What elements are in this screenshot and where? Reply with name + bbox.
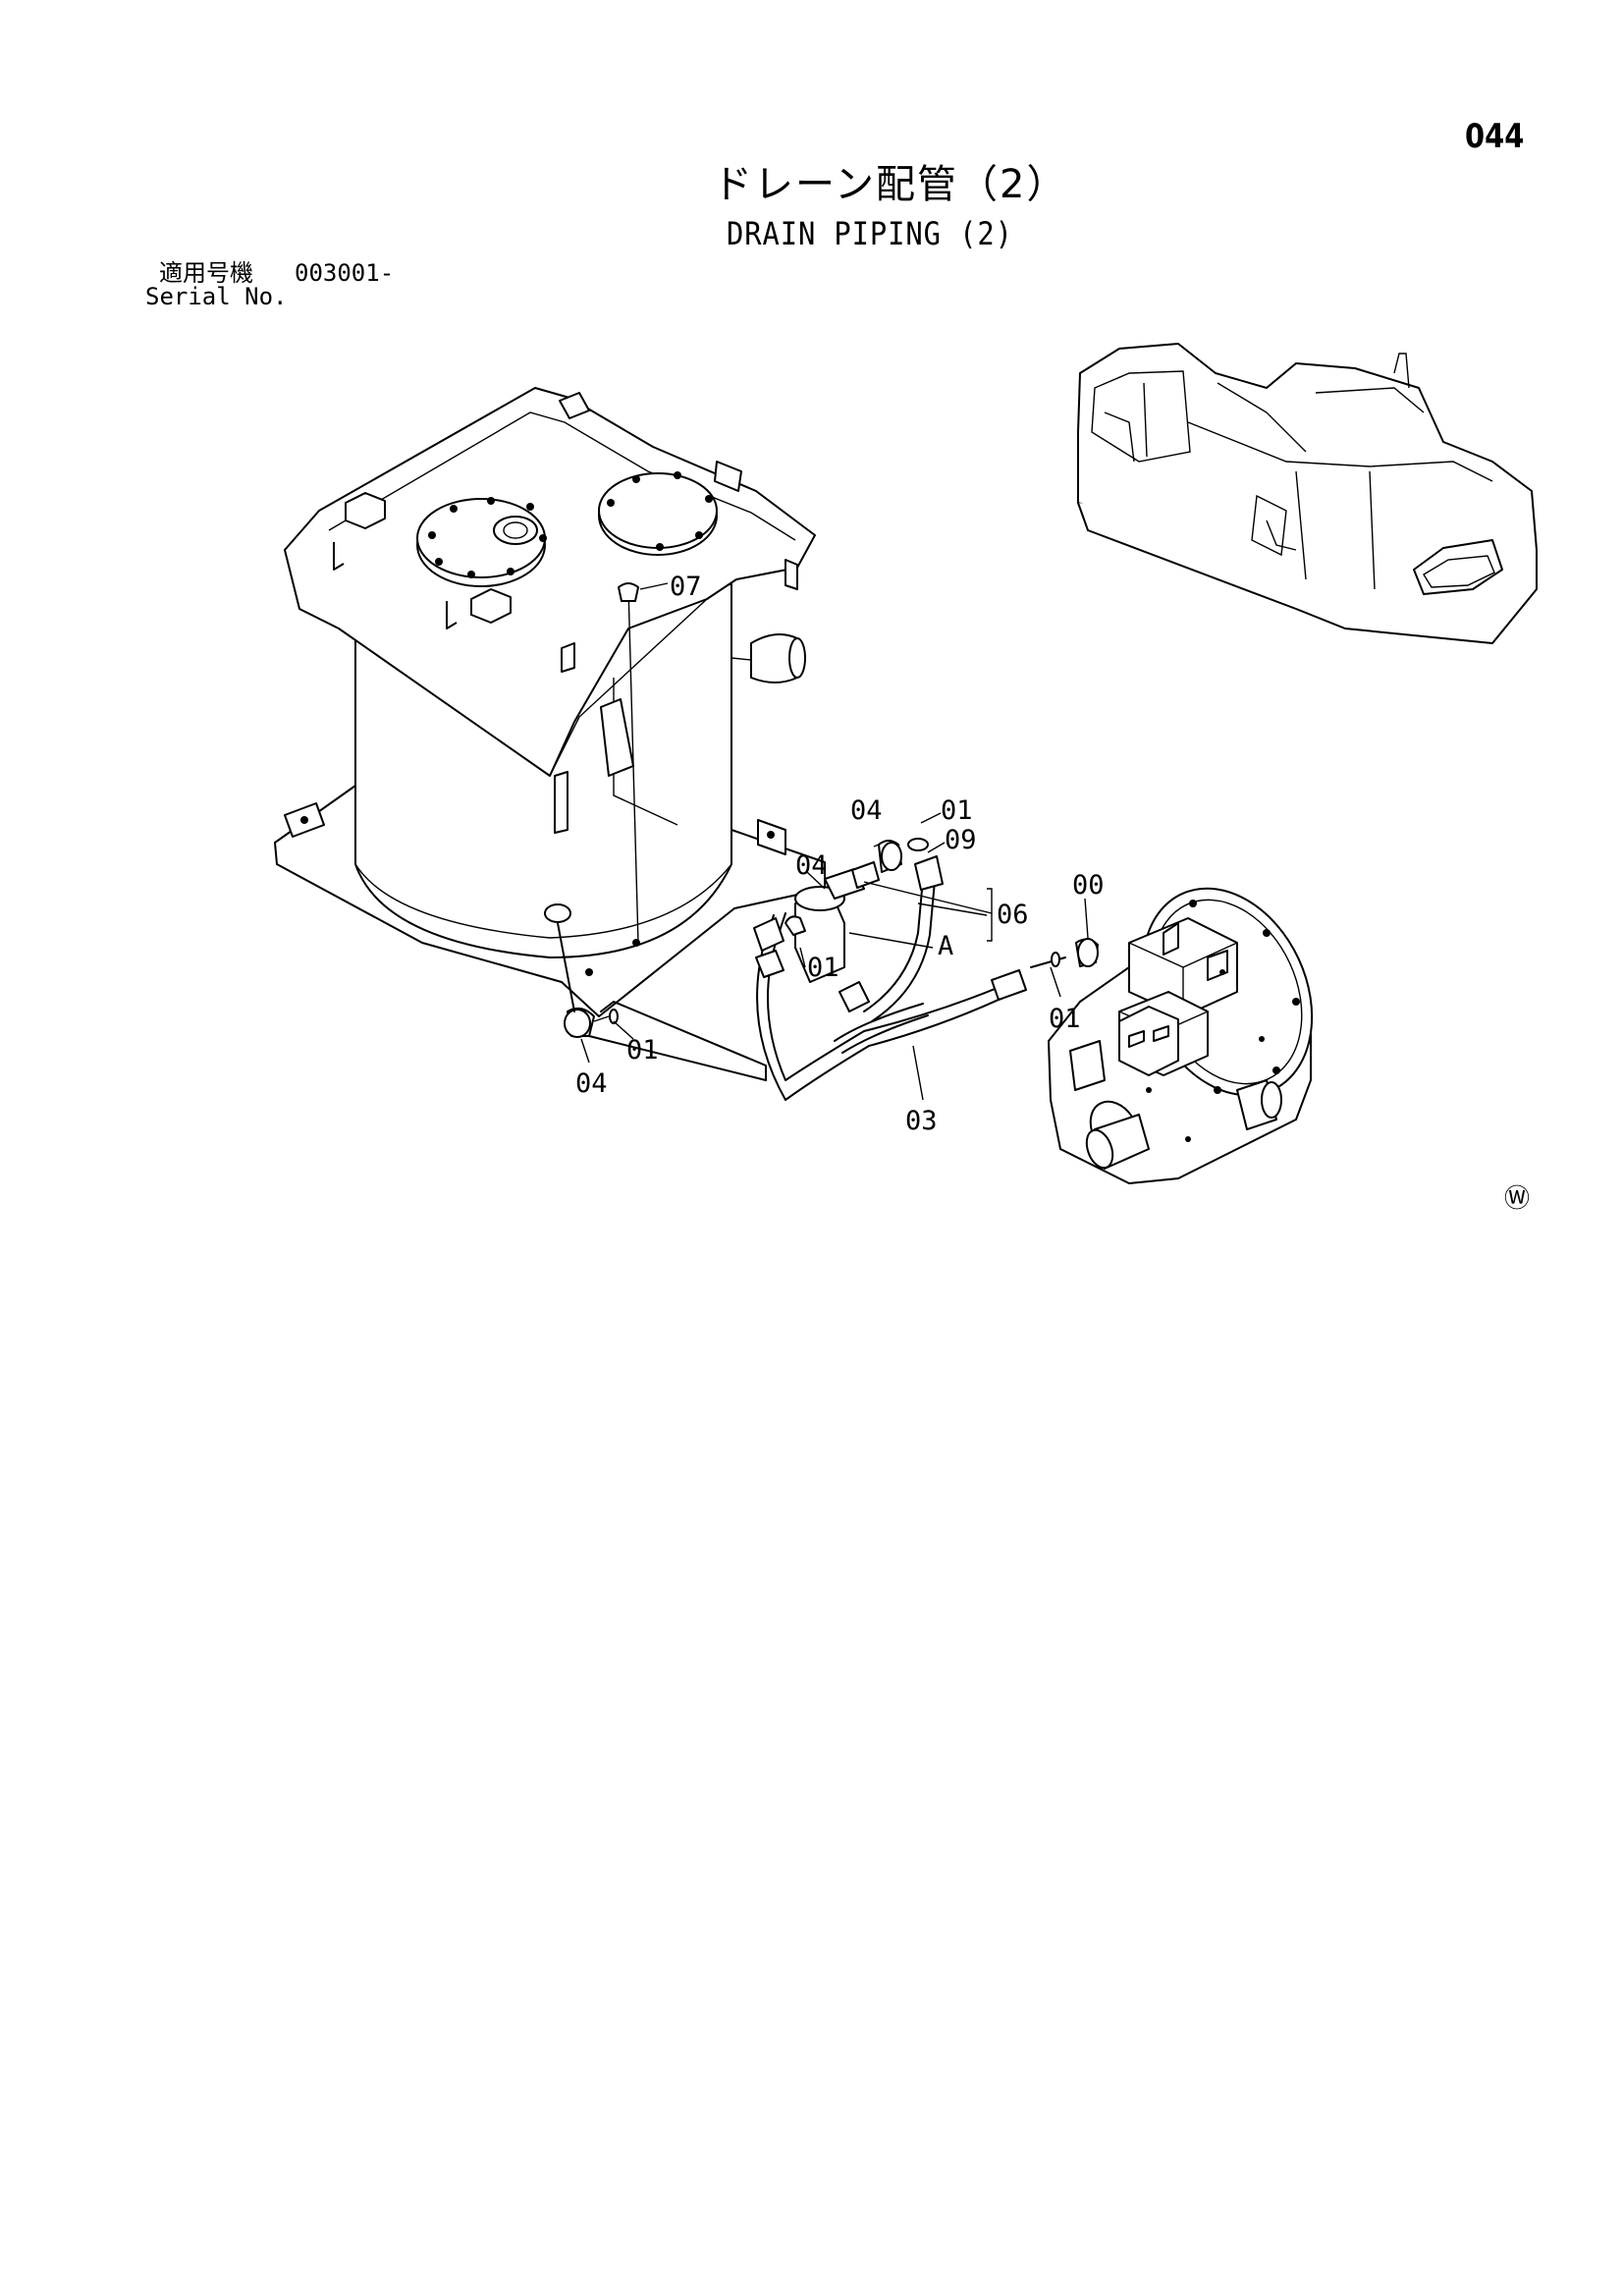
pipe-drain-lines: [557, 582, 1066, 1081]
part-callouts: 07 04 01 09 04 06 A 01 00 01 01 04 03: [575, 572, 1105, 1136]
callout-06: 06: [997, 900, 1029, 930]
page-title-english: DRAIN PIPING (2): [727, 215, 1013, 252]
serial-number-value: 003001-: [295, 259, 395, 287]
callout-04-top: 04: [850, 795, 883, 826]
hydraulic-tank: [274, 387, 826, 1017]
excavator-location-view: [1077, 343, 1538, 644]
callout-01-mid: 01: [807, 953, 839, 983]
serial-label-english: Serial No.: [145, 283, 288, 310]
callout-09: 09: [945, 825, 977, 855]
hydraulic-pump-assembly: [1048, 887, 1314, 1184]
callout-07: 07: [670, 572, 702, 602]
callout-00: 00: [1072, 870, 1105, 901]
page-title-japanese: ドレーン配管（2）: [713, 162, 1068, 207]
callout-01-top: 01: [941, 795, 973, 826]
line-filter: [794, 861, 880, 983]
page-number: 044: [1465, 117, 1525, 156]
tank-drain-port: [544, 903, 571, 923]
callout-leaders: [580, 582, 1089, 1101]
drain-hose-06: [863, 855, 944, 1022]
callout-03: 03: [905, 1106, 938, 1136]
callout-04-mid: 04: [795, 850, 828, 881]
callout-01-right: 01: [1049, 1004, 1081, 1034]
callout-01-bottom: 01: [626, 1035, 659, 1066]
pump-valve-block: [1118, 1006, 1179, 1076]
callout-04-bottom: 04: [575, 1068, 608, 1099]
callout-a: A: [938, 931, 953, 961]
elbow-fittings: [564, 840, 1099, 1038]
serial-label-japanese: 適用号機: [159, 259, 253, 287]
circled-w-mark: Ⓦ: [1504, 1184, 1531, 1214]
